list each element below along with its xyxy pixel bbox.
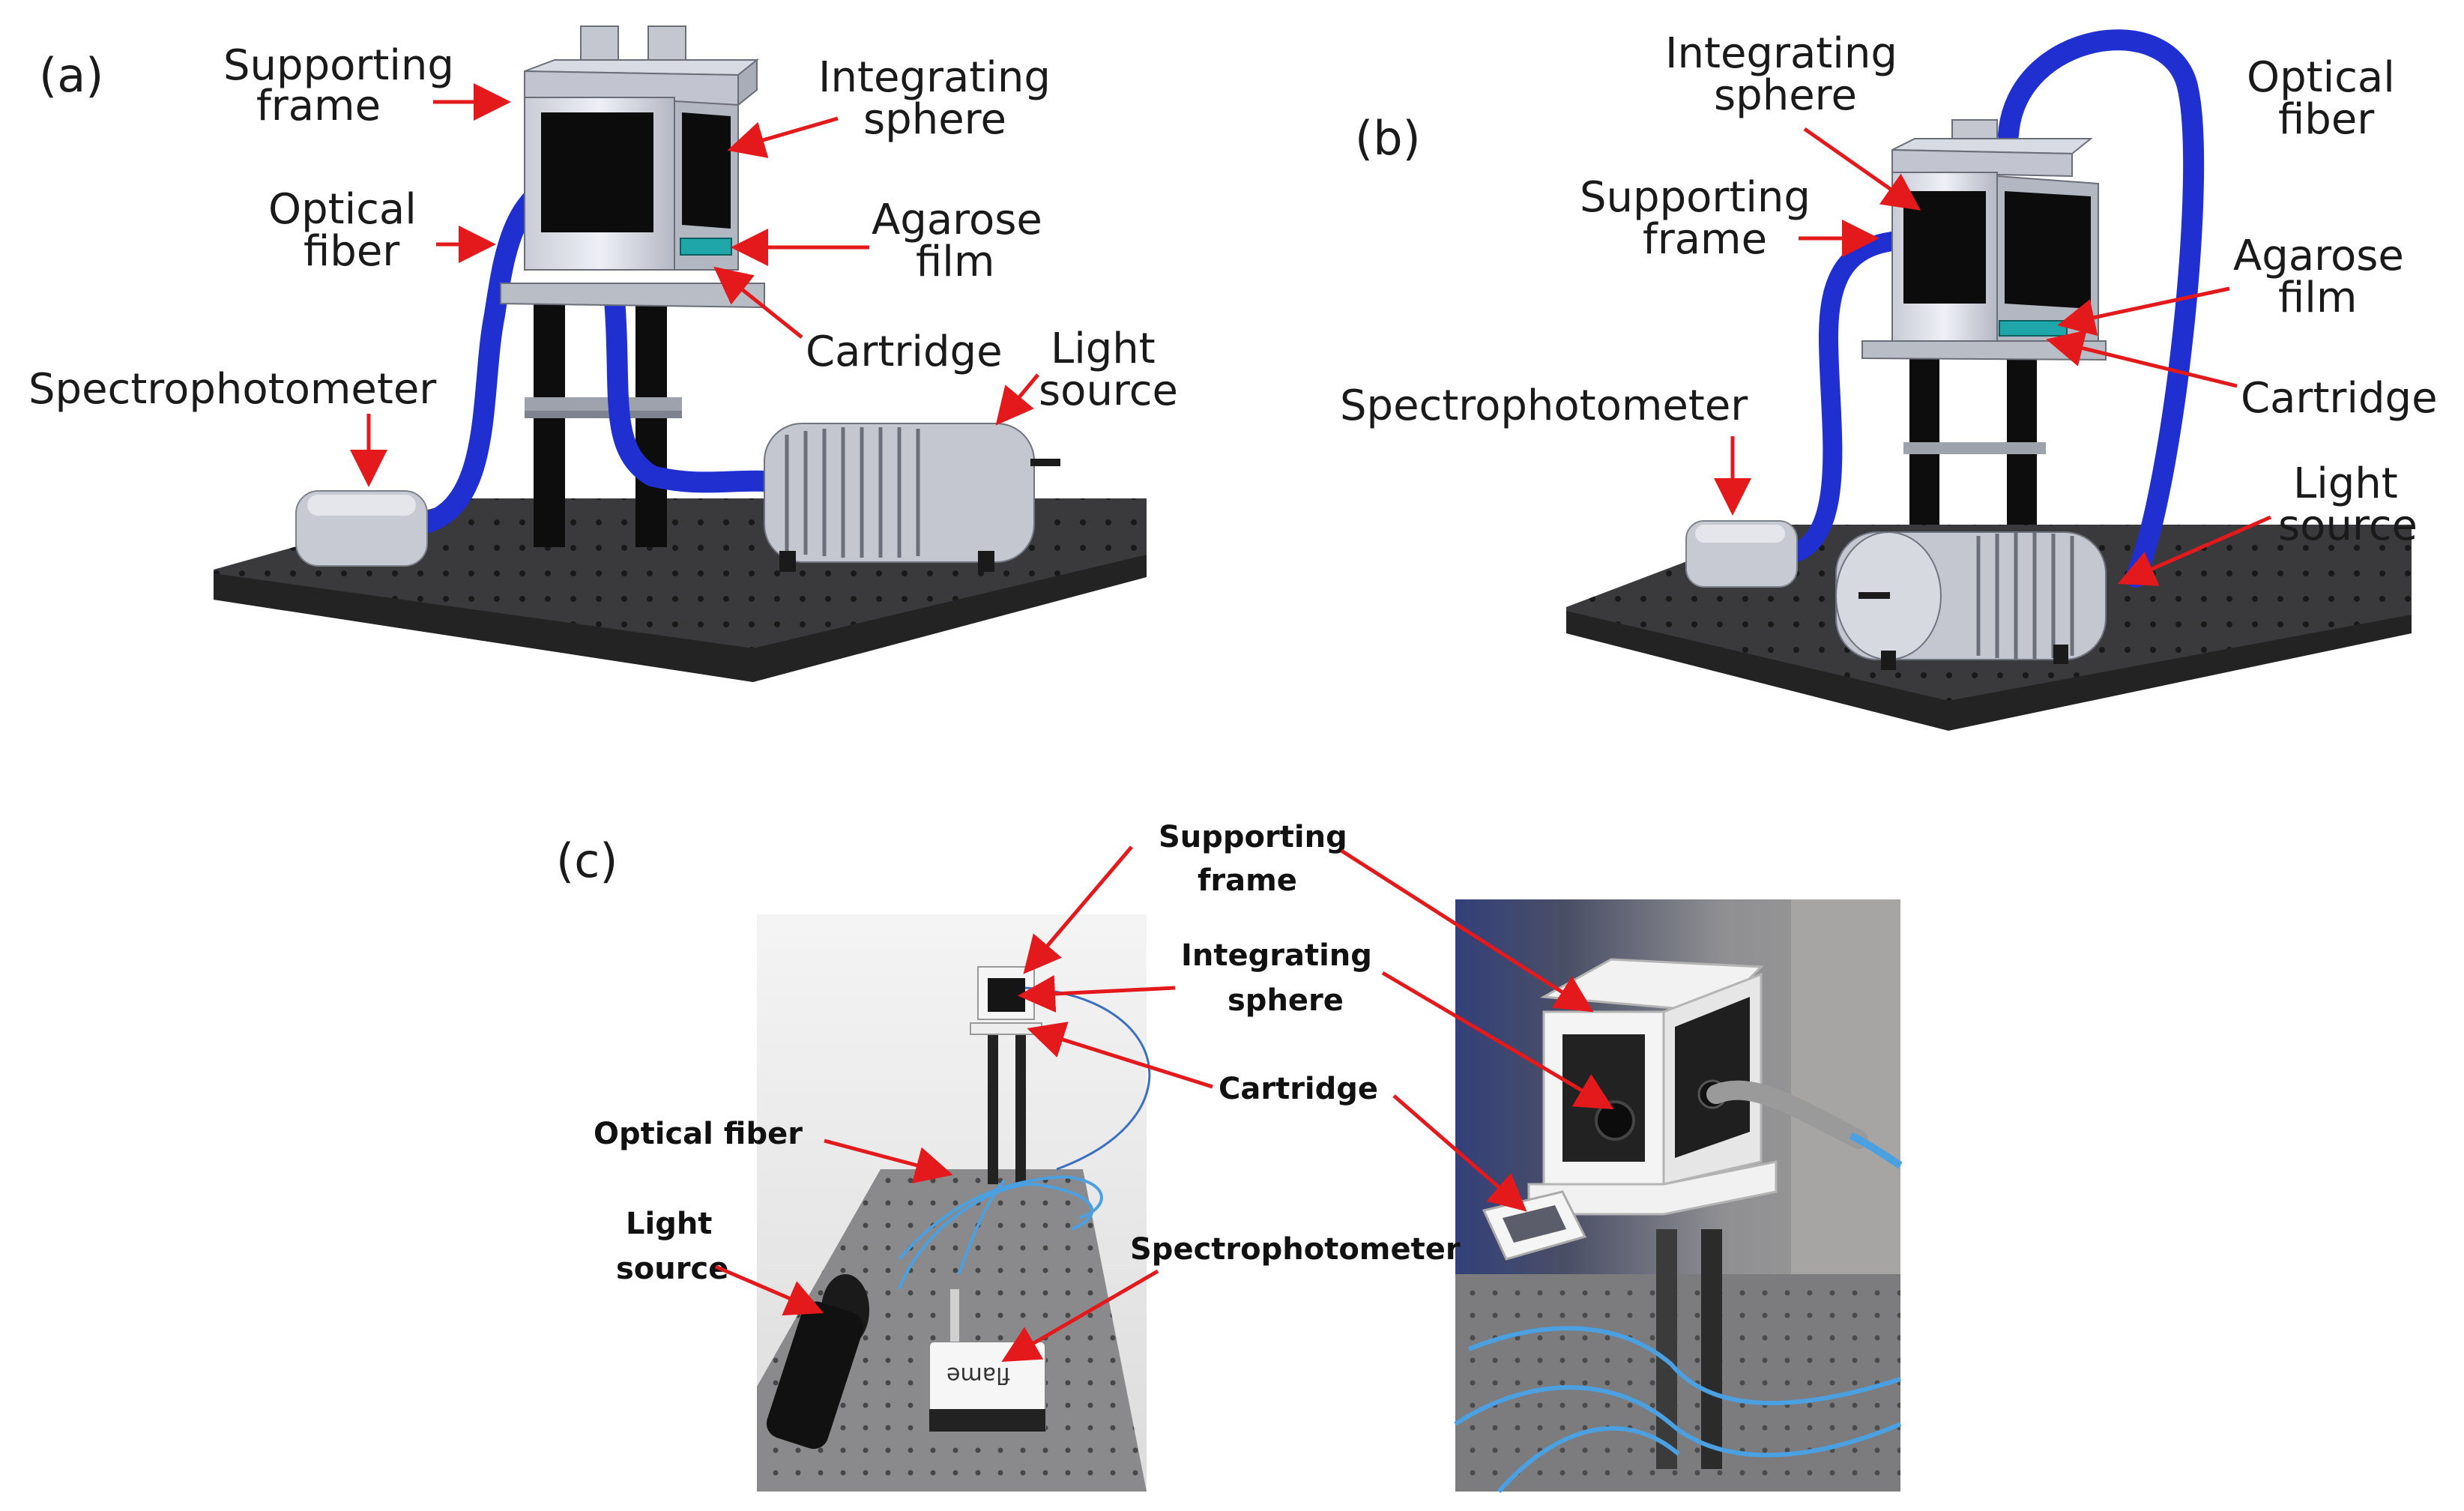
arrow-integrating-sphere-c-left	[1018, 975, 1176, 1013]
label-integrating-sphere-a-2: sphere	[863, 95, 1006, 144]
integrating-sphere-photo	[1595, 1100, 1635, 1141]
arrow-agarose-film-b	[2057, 286, 2230, 337]
spectrophotometer-a	[295, 490, 428, 567]
label-optical-fiber-a-1: Optical	[268, 185, 417, 234]
label-integrating-sphere-c-2: sphere	[1228, 983, 1344, 1018]
label-cartridge-a: Cartridge	[806, 328, 1003, 376]
optical-fiber-b-loop	[1998, 29, 2205, 588]
arrow-integrating-sphere-b	[1803, 127, 1921, 211]
arrow-cartridge-c-left	[1027, 1022, 1213, 1089]
arrow-supporting-frame-c-left	[1023, 845, 1133, 974]
label-optical-fiber-a-2: fiber	[304, 227, 400, 276]
light-source-b	[1835, 531, 2107, 670]
label-supporting-frame-c-2: frame	[1198, 863, 1297, 898]
label-integrating-sphere-b-1: Integrating	[1665, 29, 1897, 78]
label-agarose-film-a-1: Agarose	[872, 196, 1042, 244]
arrow-spectrophotometer-c	[1001, 1269, 1159, 1363]
supporting-frame-a	[500, 25, 765, 309]
label-optical-fiber-b-2: fiber	[2278, 95, 2375, 144]
label-supporting-frame-b-2: frame	[1643, 215, 1767, 264]
agarose-film-b	[1999, 320, 2068, 337]
label-optical-fiber-c: Optical fiber	[594, 1117, 803, 1151]
light-source-fins-a	[785, 427, 920, 558]
label-light-source-b-2: source	[2278, 501, 2418, 550]
spectrophotometer-b	[1685, 520, 1798, 588]
support-posts-a	[525, 300, 682, 547]
panel-b-tag: (b)	[1355, 111, 1421, 166]
light-source-fins-b	[1976, 532, 2074, 660]
label-light-source-c-2: source	[616, 1252, 728, 1286]
support-posts-b	[1903, 352, 2046, 525]
panel-a: (a)	[28, 25, 1178, 682]
light-source-photo	[766, 1274, 869, 1450]
photo-left: flame	[757, 914, 1151, 1492]
label-supporting-frame-c-1: Supporting	[1159, 820, 1347, 854]
photo-right	[1454, 899, 1903, 1493]
arrow-cartridge-c-right	[1392, 1094, 1527, 1212]
optical-fiber-a-source	[604, 289, 775, 493]
label-integrating-sphere-b-2: sphere	[1714, 71, 1857, 120]
label-supporting-frame-a-2: frame	[256, 82, 381, 130]
label-light-source-c-1: Light	[626, 1207, 712, 1241]
arrow-cartridge-b	[2046, 330, 2238, 388]
integrating-sphere-port-b	[1903, 191, 1986, 304]
label-agarose-film-b-2: film	[2278, 274, 2357, 322]
label-agarose-film-a-2: film	[916, 238, 994, 286]
label-agarose-film-b-1: Agarose	[2233, 232, 2404, 280]
arrow-supporting-frame-c-right	[1340, 848, 1594, 1013]
label-light-source-a-1: Light	[1051, 325, 1156, 373]
spectrophotometer-photo: flame	[928, 1289, 1046, 1432]
panel-a-tag: (a)	[39, 48, 103, 103]
arrow-light-source-c	[715, 1264, 824, 1316]
label-light-source-b-1: Light	[2293, 459, 2398, 508]
device-brand-text: flame	[946, 1362, 1010, 1388]
arrow-light-source-a	[995, 373, 1039, 426]
label-spectrophotometer-a: Spectrophotometer	[28, 365, 437, 414]
arrow-optical-fiber-c	[824, 1138, 953, 1183]
label-supporting-frame-a-1: Supporting	[223, 41, 454, 90]
arrow-integrating-sphere-c-right	[1381, 971, 1614, 1110]
arrow-integrating-sphere-a	[727, 116, 839, 158]
agarose-film-a	[680, 238, 732, 256]
label-cartridge-c: Cartridge	[1219, 1072, 1378, 1106]
arrow-cartridge-a	[713, 266, 803, 339]
label-spectrophotometer-b: Spectrophotometer	[1340, 381, 1748, 430]
arrow-light-source-b	[2117, 515, 2271, 586]
label-optical-fiber-b-1: Optical	[2247, 53, 2395, 102]
label-integrating-sphere-a-1: Integrating	[818, 53, 1051, 102]
label-light-source-a-2: source	[1039, 367, 1178, 415]
integrating-sphere-port-a	[541, 112, 653, 232]
panel-c-tag: (c)	[556, 833, 617, 888]
panel-c: (c)	[556, 820, 1903, 1493]
label-integrating-sphere-c-1: Integrating	[1181, 938, 1372, 973]
label-cartridge-b: Cartridge	[2241, 374, 2438, 423]
label-supporting-frame-b-1: Supporting	[1580, 173, 1811, 222]
label-spectrophotometer-c: Spectrophotometer	[1130, 1232, 1461, 1267]
light-source-a	[764, 423, 1060, 572]
panel-b: (b)	[1340, 29, 2438, 731]
